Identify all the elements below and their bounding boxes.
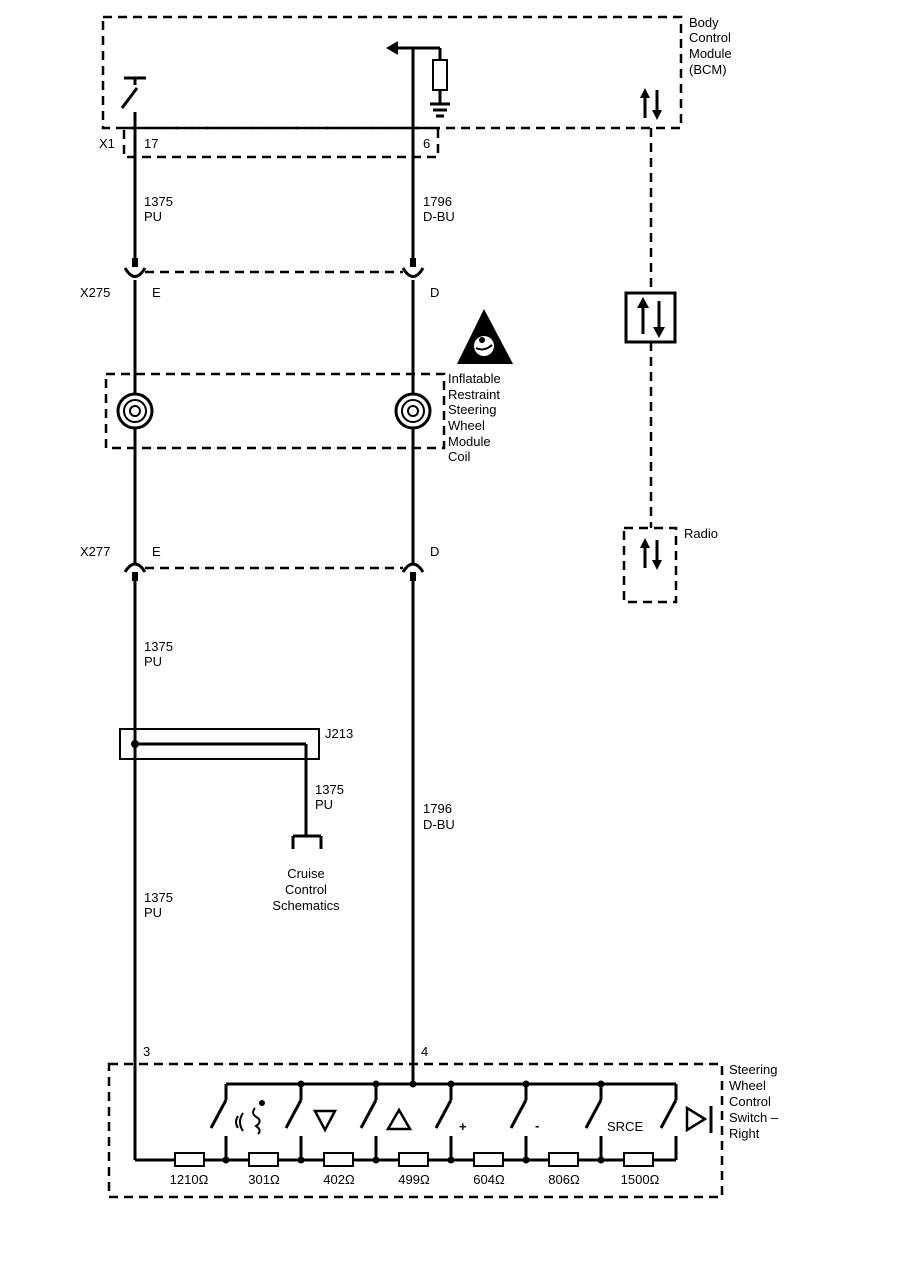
wire-1796-bottom-label-color: D-BU bbox=[423, 817, 455, 832]
wire-1796-bottom-label-circuit: 1796 bbox=[423, 801, 452, 816]
connector-x1-pin-6: 6 bbox=[423, 136, 430, 151]
connector-x1-pin-17: 17 bbox=[144, 136, 158, 151]
bcm-switch-icon bbox=[120, 76, 146, 128]
switch-pin-3: 3 bbox=[143, 1044, 150, 1059]
splice-branch-label-color: PU bbox=[315, 797, 333, 812]
cruise-label-line-2: Control bbox=[285, 882, 327, 897]
cruise-label-line-1: Cruise bbox=[287, 866, 325, 881]
wire-1375-bottom-label-circuit: 1375 bbox=[144, 890, 173, 905]
resistor-806-label: 806Ω bbox=[548, 1172, 580, 1187]
connector-x275-pin-e: E bbox=[152, 285, 161, 300]
coil-label-line-4: Wheel bbox=[448, 418, 485, 433]
connector-x277: X277 E D bbox=[80, 544, 439, 581]
radio-module: Radio bbox=[622, 526, 718, 604]
coil-label-line-5: Module bbox=[448, 434, 491, 449]
cruise-control-reference: Cruise Control Schematics bbox=[272, 866, 340, 913]
splice-j213-label: J213 bbox=[325, 726, 353, 741]
connector-x1: X1 17 6 bbox=[99, 126, 440, 159]
connector-x277-pin-d: D bbox=[430, 544, 439, 559]
splice-branch-label-circuit: 1375 bbox=[315, 782, 344, 797]
switch-label-line-1: Steering bbox=[729, 1062, 777, 1077]
bcm-label-line-3: Module bbox=[689, 46, 732, 61]
radio-data-arrows-icon bbox=[640, 538, 662, 570]
connector-x275-label: X275 bbox=[80, 285, 110, 300]
connector-x275-pin-d: D bbox=[430, 285, 439, 300]
wire-1375-label-color: PU bbox=[144, 209, 162, 224]
wire-1375-mid-label-circuit: 1375 bbox=[144, 639, 173, 654]
voice-command-icon bbox=[235, 1100, 265, 1135]
coil-label-line-3: Steering bbox=[448, 402, 496, 417]
clockspring-coil-module: Inflatable Restraint Steering Wheel Modu… bbox=[104, 371, 501, 464]
switch-label-line-4: Switch – bbox=[729, 1110, 779, 1125]
plus-button-label: + bbox=[459, 1119, 467, 1134]
switch-label-line-2: Wheel bbox=[729, 1078, 766, 1093]
clockspring-coil-right-icon bbox=[394, 392, 432, 430]
coil-label-line-6: Coil bbox=[448, 449, 471, 464]
switch-label-line-5: Right bbox=[729, 1126, 760, 1141]
bcm-label-line-2: Control bbox=[689, 30, 731, 45]
volume-down-icon bbox=[312, 1109, 338, 1133]
wire-1375-bottom-label-color: PU bbox=[144, 905, 162, 920]
resistor-1500-label: 1500Ω bbox=[621, 1172, 660, 1187]
clockspring-coil-left-icon bbox=[116, 392, 154, 430]
resistor-301-label: 301Ω bbox=[248, 1172, 280, 1187]
bcm-pullup-resistor-icon bbox=[386, 41, 450, 118]
connector-x1-label: X1 bbox=[99, 136, 115, 151]
cruise-label-line-3: Schematics bbox=[272, 898, 340, 913]
switch-pin-4: 4 bbox=[421, 1044, 428, 1059]
switch-label-line-3: Control bbox=[729, 1094, 771, 1109]
wire-1796-label-color: D-BU bbox=[423, 209, 455, 224]
radio-label: Radio bbox=[684, 526, 718, 541]
serial-data-line bbox=[624, 128, 677, 528]
bcm-data-arrows-icon bbox=[640, 88, 662, 120]
connector-x277-pin-e: E bbox=[152, 544, 161, 559]
splice-j213: J213 1375 PU bbox=[119, 726, 353, 849]
connector-x275: X275 E D bbox=[80, 258, 439, 300]
connector-x277-label: X277 bbox=[80, 544, 110, 559]
next-play-icon bbox=[685, 1105, 713, 1133]
airbag-warning-icon bbox=[457, 309, 513, 364]
inline-data-arrows-icon bbox=[637, 297, 665, 338]
resistor-604-label: 604Ω bbox=[473, 1172, 505, 1187]
minus-button-label: - bbox=[535, 1118, 539, 1133]
steering-wheel-control-switch: Steering Wheel Control Switch – Right 3 … bbox=[107, 1044, 779, 1199]
resistor-499-label: 499Ω bbox=[398, 1172, 430, 1187]
source-button-label: SRCE bbox=[607, 1119, 643, 1134]
coil-label-line-1: Inflatable bbox=[448, 371, 501, 386]
coil-label-line-2: Restraint bbox=[448, 387, 500, 402]
volume-up-icon bbox=[385, 1107, 413, 1131]
bcm-label-line-4: (BCM) bbox=[689, 62, 727, 77]
wire-1796-label-circuit: 1796 bbox=[423, 194, 452, 209]
bcm-module: Body Control Module (BCM) bbox=[101, 15, 732, 130]
bcm-label-line-1: Body bbox=[689, 15, 719, 30]
resistor-402-label: 402Ω bbox=[323, 1172, 355, 1187]
wire-1375-mid-label-color: PU bbox=[144, 654, 162, 669]
wire-1375-label-circuit: 1375 bbox=[144, 194, 173, 209]
resistor-1210-label: 1210Ω bbox=[170, 1172, 209, 1187]
